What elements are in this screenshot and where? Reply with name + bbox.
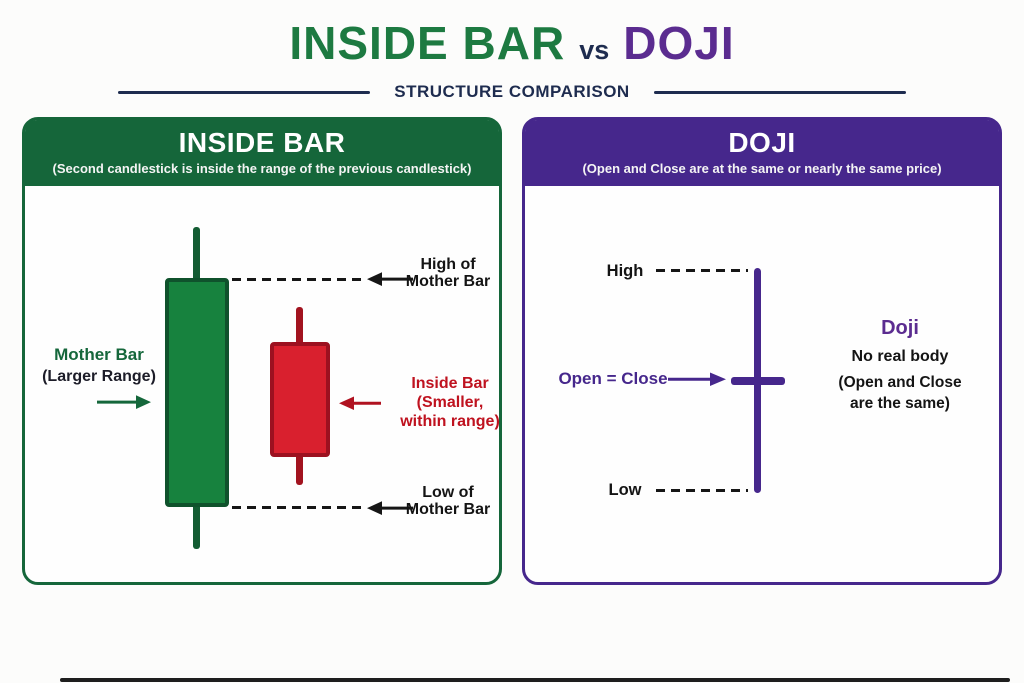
mother-label-line1: Mother Bar [54,345,144,364]
inside-bar-panel-subtitle: (Second candlestick is inside the range … [52,161,472,176]
arrow-left-icon [339,396,381,410]
inside-bar-candle-body [270,342,330,457]
open-equals-close-label: Open = Close [558,369,668,388]
mother-bar-lower-wick [193,503,200,549]
mother-bar-upper-wick [193,227,200,282]
doji-note-line1: (Open and Close [838,374,962,391]
page-subtitle: STRUCTURE COMPARISON [394,82,630,101]
doji-panel-header: DOJI (Open and Close are at the same or … [525,120,999,186]
arrow-right-icon [668,372,726,386]
doji-description: Doji No real body (Open and Close are th… [820,316,980,414]
arrow-left-icon [367,272,413,286]
arrow-left-icon [367,501,413,515]
mother-label-line2: (Larger Range) [42,368,156,385]
inside-bar-label: Inside Bar (Smaller, within range) [380,374,520,431]
doji-description-title: Doji [881,317,919,339]
high-guide-dashed-line [232,278,364,281]
title-inside-bar: INSIDE BAR [289,17,566,69]
doji-no-real-body-label: No real body [851,348,949,365]
inside-bar-lower-wick [296,453,303,485]
arrow-right-icon [97,395,151,409]
title-vs: vs [579,35,610,65]
inside-bar-panel-header: INSIDE BAR (Second candlestick is inside… [25,120,499,186]
low-label-line2: Mother Bar [405,501,491,518]
doji-panel-title: DOJI [728,127,796,158]
high-label-line1: High of [420,256,476,273]
inside-label-line3: within range) [400,413,500,430]
bottom-divider [60,678,1010,682]
inside-bar-panel-title: INSIDE BAR [178,127,346,158]
high-of-mother-bar-label: High of Mother Bar [393,256,503,290]
subtitle-rule-left [118,90,371,94]
doji-open-close-bar [731,377,785,385]
inside-bar-upper-wick [296,307,303,347]
page-title: INSIDE BAR vs DOJI [0,0,1024,69]
subtitle-rule-right [653,90,906,94]
doji-low-dashed-line [656,489,748,492]
inside-label-line2: (Smaller, [416,394,484,411]
inside-label-line1: Inside Bar [411,375,489,392]
doji-high-dashed-line [656,269,748,272]
low-label-line1: Low of [422,484,474,501]
high-label-line2: Mother Bar [405,273,491,290]
doji-low-label: Low [608,481,642,499]
doji-high-label: High [606,262,644,280]
doji-note-line2: are the same) [850,395,950,412]
doji-panel: DOJI (Open and Close are at the same or … [522,117,1002,585]
title-doji: DOJI [623,17,735,69]
doji-panel-subtitle: (Open and Close are at the same or nearl… [582,161,942,176]
page-subtitle-row: STRUCTURE COMPARISON [0,82,1024,102]
inside-bar-panel: INSIDE BAR (Second candlestick is inside… [22,117,502,585]
mother-bar-candle-body [165,278,229,507]
low-guide-dashed-line [232,506,364,509]
low-of-mother-bar-label: Low of Mother Bar [393,484,503,518]
mother-bar-label: Mother Bar (Larger Range) [33,344,165,388]
